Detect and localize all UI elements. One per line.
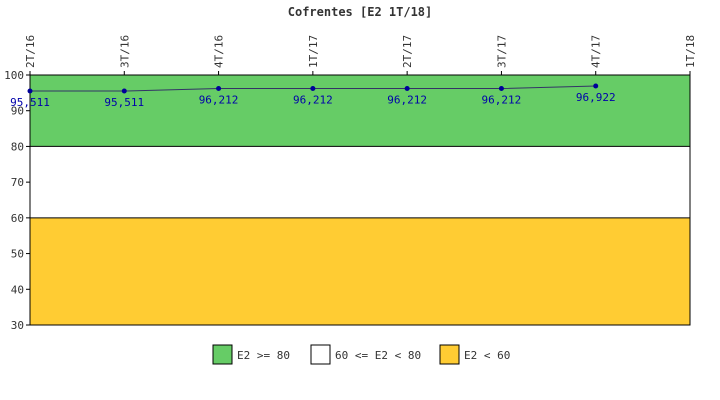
data-label: 96,212 <box>387 94 427 107</box>
legend-swatch <box>439 344 460 365</box>
data-label: 96,212 <box>293 94 333 107</box>
x-tick-label: 4T/17 <box>590 35 603 68</box>
x-tick-label: 4T/16 <box>213 35 226 68</box>
data-point <box>593 83 599 89</box>
band-2 <box>30 217 690 325</box>
x-tick-label: 2T/17 <box>401 35 414 68</box>
y-tick-label: 30 <box>11 319 24 332</box>
data-label: 96,212 <box>482 94 522 107</box>
y-tick-label: 50 <box>11 248 24 261</box>
x-tick-label: 1T/18 <box>684 35 697 68</box>
legend-swatch <box>310 344 331 365</box>
data-point <box>27 88 33 94</box>
data-label: 96,922 <box>576 91 616 104</box>
legend-swatch <box>212 344 233 365</box>
legend-label: E2 >= 80 <box>237 349 290 362</box>
y-tick-label: 90 <box>11 105 24 118</box>
data-point <box>498 86 504 92</box>
x-tick-label: 3T/16 <box>118 35 131 68</box>
y-tick-label: 40 <box>11 283 24 296</box>
plot-frame <box>29 74 691 326</box>
chart-title: Cofrentes [E2 1T/18] <box>288 5 433 19</box>
data-label: 95,511 <box>10 96 50 109</box>
y-tick-label: 60 <box>11 212 24 225</box>
data-point <box>121 88 127 94</box>
legend-label: 60 <= E2 < 80 <box>335 349 421 362</box>
data-label: 96,212 <box>199 94 239 107</box>
y-tick-label: 80 <box>11 140 24 153</box>
data-point <box>310 86 316 92</box>
legend-label: E2 < 60 <box>464 349 510 362</box>
y-tick-label: 70 <box>11 176 24 189</box>
y-tick-label: 100 <box>4 69 24 82</box>
x-tick-label: 1T/17 <box>307 35 320 68</box>
band-1 <box>30 146 690 218</box>
x-tick-label: 3T/17 <box>495 35 508 68</box>
data-point <box>216 86 222 92</box>
data-point <box>404 86 410 92</box>
data-label: 95,511 <box>104 96 144 109</box>
x-tick-label: 2T/16 <box>24 35 37 68</box>
